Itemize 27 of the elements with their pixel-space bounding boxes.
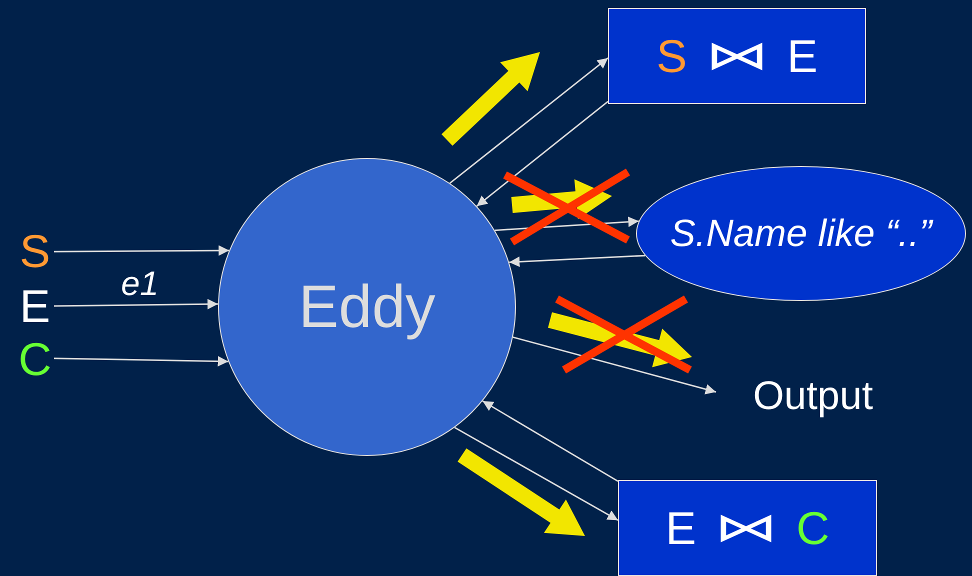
arrow (54, 245, 230, 256)
direction-arrow (548, 312, 692, 368)
operator-box (608, 8, 866, 104)
arrow (476, 100, 608, 207)
input-label: E (20, 283, 50, 329)
join-symbol: ⋈ (714, 508, 778, 548)
direction-arrow (442, 52, 540, 146)
relation-label: E (787, 33, 818, 79)
arrow (509, 254, 646, 267)
relation-label: E (666, 505, 696, 551)
direction-arrow (511, 179, 612, 220)
relation-label: C (796, 505, 830, 551)
predicate-label: S.Name like “..” (670, 214, 932, 252)
direction-arrow (458, 448, 585, 536)
operator-box (618, 480, 877, 576)
arrow (454, 426, 618, 521)
join-symbol: ⋈ (705, 36, 769, 76)
input-label: Output (752, 376, 874, 416)
arrow (512, 336, 716, 394)
input-label: C (18, 336, 52, 382)
relation-label: S (656, 33, 687, 79)
input-label: S (20, 228, 50, 274)
arrow (54, 356, 228, 366)
arrow (449, 57, 608, 184)
node-label: Eddy (298, 277, 436, 337)
arrow (54, 298, 218, 310)
arrow (482, 400, 618, 482)
